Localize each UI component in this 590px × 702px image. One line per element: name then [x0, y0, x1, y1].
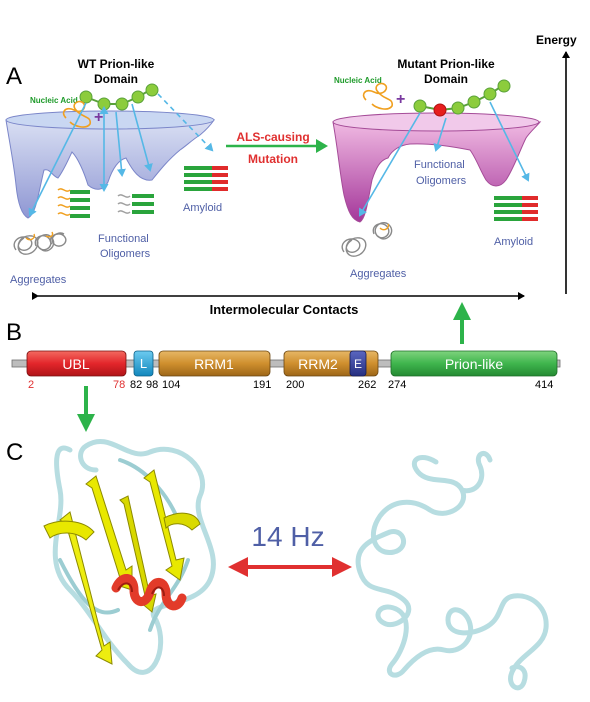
ubl-down-arrow: [77, 386, 95, 432]
mutant-functional-label-line1: Functional: [414, 159, 465, 171]
mutant-aggregates-accent: [379, 223, 390, 231]
mutant-prion-chain: [413, 79, 511, 117]
residue-200: 200: [286, 379, 304, 391]
wt-amyloid-stack: [184, 166, 228, 191]
wt-transition-arrows: [28, 93, 214, 217]
residue-78: 78: [113, 379, 125, 391]
wt-nucleic-acid-label: Nucleic Acid: [30, 96, 78, 105]
mutant-functional-label-line2: Oligomers: [416, 175, 467, 187]
folded-ubl-structure: [43, 438, 216, 675]
mutant-nucleic-acid-label: Nucleic Acid: [334, 76, 382, 85]
mutation-label-line2: Mutation: [248, 152, 298, 166]
residue-numbers: 2 78 82 98 104 191 200 262 274 414: [28, 379, 553, 391]
mutant-domain-title-line2: Domain: [424, 72, 468, 86]
wt-domain-title-line1: WT Prion-like: [78, 57, 155, 71]
contacts-axis-label: Intermolecular Contacts: [210, 302, 359, 317]
wt-nucleic-acid-strand: [62, 100, 92, 128]
energy-axis-label: Energy: [536, 33, 577, 47]
mutation-label-line1: ALS-causing: [236, 130, 309, 144]
wt-amyloid-label: Amyloid: [183, 202, 222, 214]
mutant-amyloid-label: Amyloid: [494, 236, 533, 248]
residue-82: 82: [130, 379, 142, 391]
contacts-axis: Intermolecular Contacts: [32, 292, 525, 317]
domain-ubl-label: UBL: [62, 356, 89, 372]
domain-linker-label: L: [140, 356, 147, 371]
residue-104: 104: [162, 379, 180, 391]
wt-functional-label-line2: Oligomers: [100, 248, 151, 260]
wt-aggregates-accent: [25, 231, 54, 241]
residue-274: 274: [388, 379, 406, 391]
residue-98: 98: [146, 379, 158, 391]
domain-prion-like: Prion-like: [390, 350, 558, 377]
residue-2: 2: [28, 379, 34, 391]
residue-262: 262: [358, 379, 376, 391]
residue-414: 414: [535, 379, 553, 391]
wt-aggregates: [13, 232, 67, 255]
exchange-rate-label: 14 Hz: [251, 521, 324, 552]
wt-functional-label-line1: Functional: [98, 233, 149, 245]
residue-191: 191: [253, 379, 271, 391]
exchange-arrow: [228, 557, 352, 577]
wt-plus-sign: +: [94, 109, 103, 126]
domain-rrm2-label: RRM2: [298, 356, 338, 372]
domain-e-label: E: [354, 357, 362, 371]
panel-label-b: B: [6, 319, 22, 346]
mutant-transition-arrows: [358, 101, 530, 217]
panel-label-c: C: [6, 439, 23, 466]
mutation-arrow: [226, 139, 328, 153]
domain-linker: L: [133, 350, 154, 377]
mutant-plus-sign: +: [396, 91, 405, 108]
energy-axis: Energy: [536, 33, 577, 294]
prion-up-arrow: [453, 302, 471, 344]
domain-e: E: [349, 350, 367, 377]
wt-aggregates-label: Aggregates: [10, 274, 67, 286]
mutant-domain-title-line1: Mutant Prion-like: [397, 57, 495, 71]
mutant-aggregates: [341, 222, 393, 257]
mutant-aggregates-label: Aggregates: [350, 268, 407, 280]
mutant-amyloid-stack: [494, 196, 538, 221]
domain-rrm1: RRM1: [158, 350, 271, 377]
panel-label-a: A: [6, 63, 22, 90]
domain-prion-like-label: Prion-like: [445, 356, 504, 372]
mutant-nucleic-acid-strand: [362, 82, 394, 110]
wt-functional-oligomers: [57, 188, 154, 218]
wt-prion-chain: [79, 83, 159, 111]
domain-rrm1-label: RRM1: [194, 356, 234, 372]
unfolded-ubl-structure: [355, 451, 549, 691]
domain-ubl: UBL: [26, 350, 127, 377]
wt-domain-title-line2: Domain: [94, 72, 138, 86]
